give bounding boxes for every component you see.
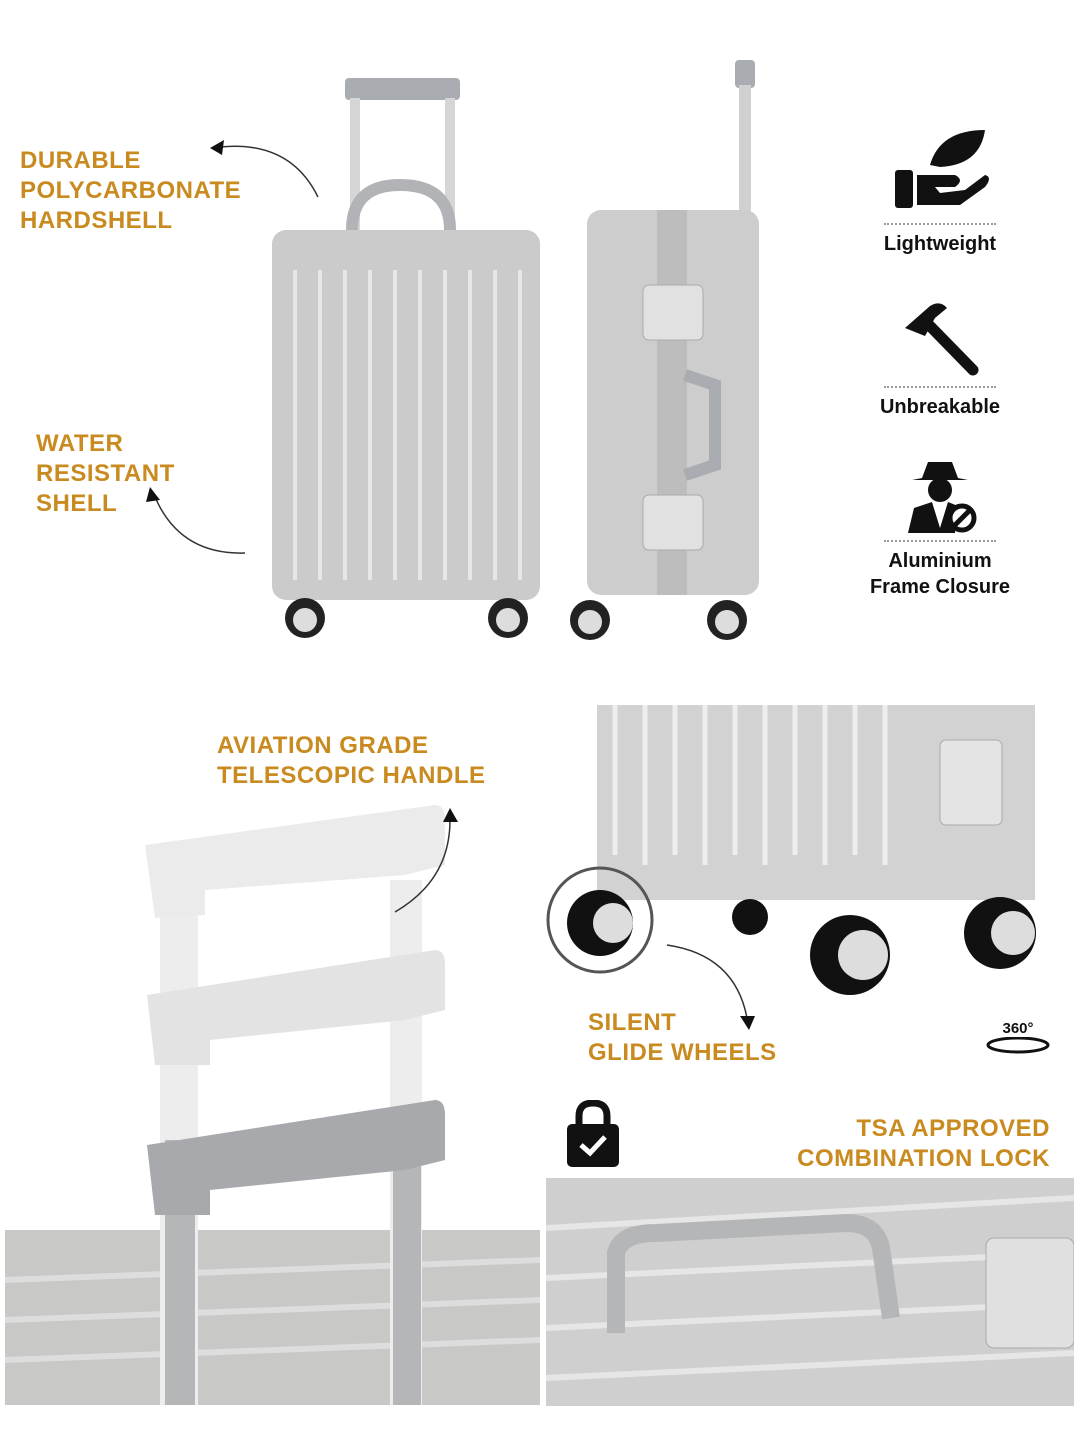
feature-lightweight: Lightweight bbox=[850, 125, 1030, 257]
arrow-hardshell bbox=[210, 140, 319, 198]
top-handle-closeup-image bbox=[546, 1178, 1074, 1406]
rotation-360-label: 360° bbox=[1002, 1020, 1034, 1037]
feature-unbreakable: Unbreakable bbox=[850, 298, 1030, 420]
spy-blocked-icon bbox=[908, 462, 977, 533]
divider bbox=[884, 540, 996, 542]
feature-label: Aluminium Frame Closure bbox=[869, 550, 1011, 598]
divider bbox=[884, 386, 996, 388]
label-hardshell: DURABLE POLYCARBONATE HARDSHELL bbox=[20, 147, 242, 234]
rotation-360-icon: 360° bbox=[985, 1020, 1051, 1060]
label-tsa-lock: TSA APPROVED COMBINATION LOCK bbox=[797, 1115, 1050, 1172]
hand-leaf-icon bbox=[895, 130, 989, 208]
feature-aluminium-frame: Aluminium Frame Closure bbox=[850, 458, 1030, 600]
suitcase-front-image bbox=[272, 78, 540, 638]
lock-check-icon bbox=[567, 1100, 619, 1167]
feature-label: Unbreakable bbox=[879, 396, 1001, 418]
telescopic-handle-image bbox=[5, 805, 540, 1405]
arrow-handle bbox=[394, 808, 458, 913]
label-silent-wheels: SILENT GLIDE WHEELS bbox=[588, 1009, 777, 1066]
feature-label: Lightweight bbox=[883, 233, 997, 255]
label-telescopic-handle: AVIATION GRADE TELESCOPIC HANDLE bbox=[217, 732, 486, 789]
hammer-icon bbox=[905, 303, 979, 376]
arrow-water bbox=[146, 487, 246, 554]
label-water-resistant: WATER RESISTANT SHELL bbox=[36, 430, 175, 517]
arrow-wheels bbox=[666, 944, 755, 1030]
suitcase-side-image bbox=[570, 60, 759, 640]
wheels-closeup-image bbox=[546, 705, 1036, 995]
divider bbox=[884, 223, 996, 225]
